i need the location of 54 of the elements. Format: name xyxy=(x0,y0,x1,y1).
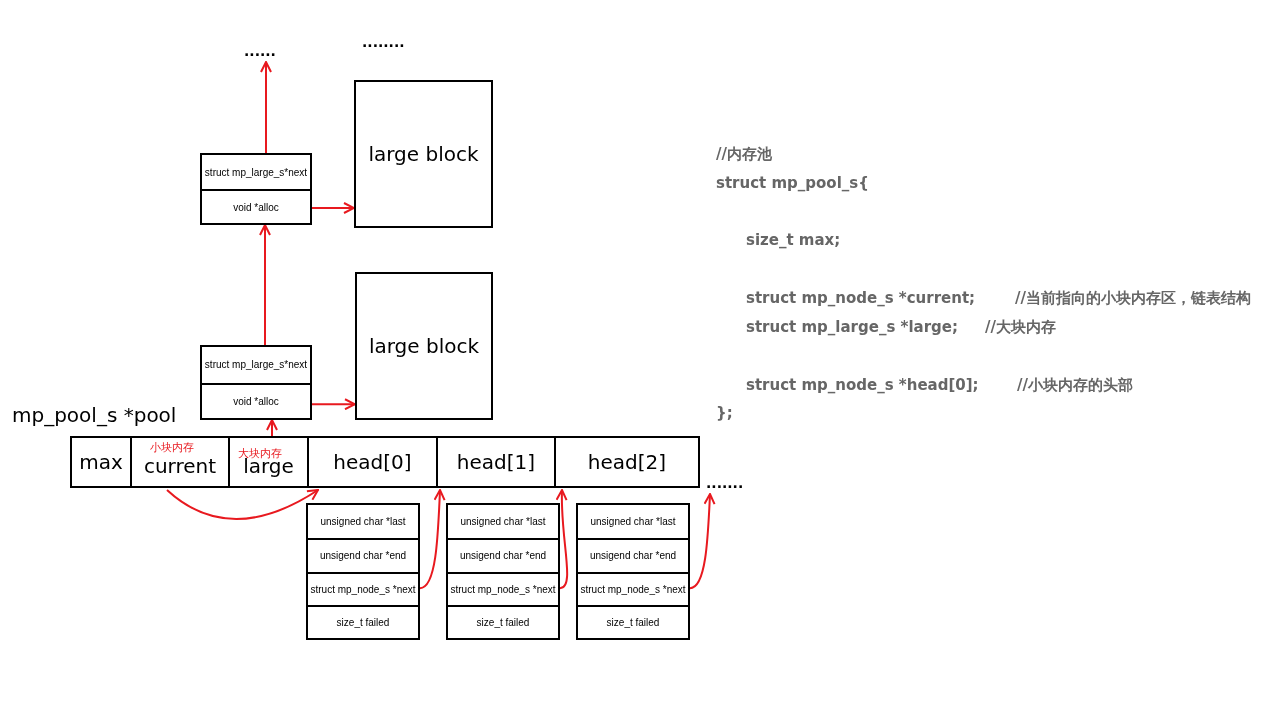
pool-field xyxy=(130,436,230,488)
struct-box xyxy=(446,503,560,640)
struct-field: void *alloc xyxy=(202,382,310,418)
code-line: struct mp_large_s *large; xyxy=(746,318,958,336)
pool-field: head[2] xyxy=(554,436,700,488)
arrow xyxy=(419,489,446,590)
struct-box xyxy=(200,345,312,420)
struct-field: unsigend char *end xyxy=(308,538,418,572)
struct-field: struct mp_node_s *next xyxy=(448,571,558,605)
code-line: struct mp_pool_s{ xyxy=(716,174,869,192)
code-comment: //大块内存 xyxy=(985,318,1056,337)
code-line: size_t max; xyxy=(746,231,841,249)
arrow xyxy=(311,398,356,411)
field-label: current xyxy=(143,454,217,478)
arrow xyxy=(260,61,272,156)
ellipsis: ........ xyxy=(362,34,405,50)
arrow xyxy=(166,489,319,520)
ellipsis: ...... xyxy=(244,40,288,62)
pool-field: max xyxy=(70,436,132,488)
code-comment: //小块内存的头部 xyxy=(1017,376,1133,395)
struct-field: unsigned char *last xyxy=(448,505,558,539)
code-line: struct mp_node_s *head[0]; xyxy=(746,376,979,394)
struct-field: void *alloc xyxy=(202,189,310,223)
struct-field: struct mp_large_s*next xyxy=(202,347,310,383)
struct-box xyxy=(200,153,312,225)
pool-field xyxy=(228,436,309,488)
arrow xyxy=(259,224,271,348)
pool-field: head[1] xyxy=(436,436,556,488)
struct-field: size_t failed xyxy=(448,604,558,638)
struct-field: unsigned char *last xyxy=(308,505,418,539)
pool-field: head[0] xyxy=(307,436,438,488)
struct-field: unsigned char *last xyxy=(578,505,688,539)
arrow xyxy=(266,419,278,437)
code-comment: //当前指向的小块内存区，链表结构 xyxy=(1015,289,1251,308)
code-line: struct mp_node_s *current; xyxy=(746,289,976,307)
struct-heading: mp_pool_s *pool xyxy=(12,403,177,427)
struct-field: struct mp_node_s *next xyxy=(308,571,418,605)
code-line: }; xyxy=(716,404,733,422)
struct-field: unsigend char *end xyxy=(578,538,688,572)
struct-field: unsigend char *end xyxy=(448,538,558,572)
struct-field: size_t failed xyxy=(578,604,688,638)
struct-field: struct mp_node_s *next xyxy=(578,571,688,605)
struct-field: struct mp_large_s*next xyxy=(202,155,310,189)
ellipsis: ....... xyxy=(706,474,748,492)
arrow xyxy=(689,493,716,590)
struct-field: size_t failed xyxy=(308,604,418,638)
arrow xyxy=(311,202,355,214)
memory-block: large block xyxy=(355,272,493,420)
struct-box xyxy=(576,503,690,640)
annotation: 小块内存 xyxy=(150,440,194,455)
code-comment: //内存池 xyxy=(716,145,772,164)
memory-block: large block xyxy=(354,80,493,228)
arrow xyxy=(555,489,569,590)
struct-box xyxy=(306,503,420,640)
